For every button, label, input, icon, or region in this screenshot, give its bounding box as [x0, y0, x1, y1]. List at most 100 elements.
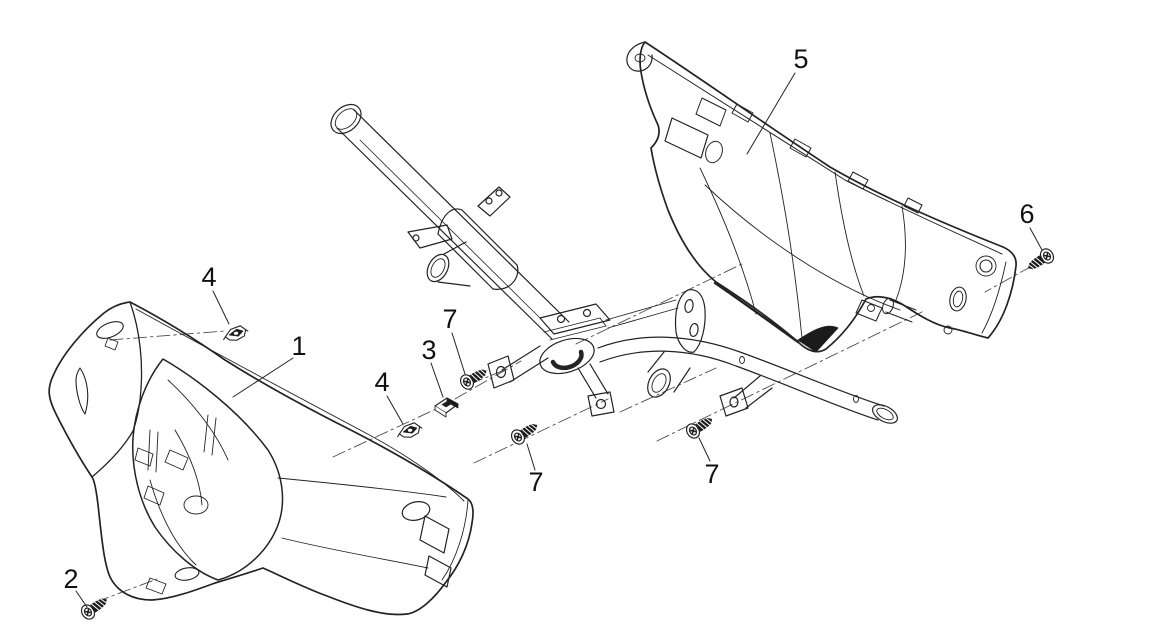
- mount-hole: [556, 314, 566, 324]
- leader-line: [232, 357, 294, 398]
- rim-inner-line: [647, 54, 1003, 255]
- callout-6[interactable]: 6: [1019, 199, 1034, 229]
- right-foot-hole: [595, 398, 607, 410]
- clamp-port-bore: [430, 258, 446, 278]
- right-foot-plate: [587, 391, 615, 417]
- corner-hole: [943, 325, 953, 335]
- ear-slot: [75, 367, 89, 415]
- centerline: [656, 310, 925, 442]
- wing-oval-hole: [401, 501, 431, 521]
- left-window: [664, 117, 709, 159]
- bracket-slot: [684, 298, 694, 314]
- oval-boss-hole: [949, 286, 967, 312]
- bar-hole: [853, 395, 859, 403]
- stub-cylinder: [647, 351, 691, 393]
- rear-cover-outline: [639, 41, 1017, 353]
- clamp-port: [437, 241, 471, 287]
- left-foot-hole: [495, 365, 507, 379]
- ear-oval-hole: [96, 321, 124, 339]
- leader-line: [698, 437, 711, 462]
- screw-icon-part-2: [78, 592, 112, 623]
- front-cover-inner-detail: [104, 337, 469, 595]
- stub-opening: [647, 368, 671, 398]
- panel-thickness-line: [135, 308, 465, 502]
- callout-1[interactable]: 1: [291, 331, 306, 361]
- leader-line: [526, 443, 536, 471]
- right-leg: [577, 363, 609, 399]
- fasteners: [78, 245, 1057, 623]
- tube-contour: [359, 139, 541, 319]
- square-nut-icon-part-3: [434, 397, 459, 418]
- ear-boundary: [91, 301, 143, 478]
- spring-clip-icon-part-4b: [395, 421, 424, 440]
- end-slot: [424, 555, 452, 588]
- bar-clamp-slot: [550, 349, 584, 371]
- leader-line: [451, 332, 466, 375]
- callout-7c[interactable]: 7: [704, 459, 719, 489]
- clip-box: [695, 97, 727, 127]
- clamp-sleeve-ends: [437, 208, 519, 290]
- centerline: [332, 408, 437, 458]
- leader-line: [75, 590, 88, 608]
- left-leg: [501, 345, 549, 383]
- bottom-oval-hole: [174, 567, 200, 581]
- upper-stay: [605, 299, 679, 329]
- instrument-opening: [131, 358, 284, 581]
- callout-3[interactable]: 3: [421, 335, 436, 365]
- screw-icon-part-7c: [683, 412, 717, 442]
- callout-2[interactable]: 2: [63, 564, 78, 594]
- screw-boss-hole: [979, 259, 993, 273]
- tube-edge: [336, 127, 553, 340]
- callout-leader-lines: [75, 72, 1043, 608]
- centerline: [109, 330, 226, 341]
- spring-clip-icon-part-4a: [221, 324, 250, 343]
- bracket-hole: [495, 189, 503, 197]
- bracket-tab: [477, 186, 511, 217]
- bracket-slot: [689, 322, 699, 338]
- clamp-port-opening: [426, 253, 450, 283]
- bracket-tab: [407, 224, 453, 249]
- front-cover-outline: [48, 301, 474, 616]
- bar-wall: [876, 407, 894, 421]
- centerline: [95, 578, 158, 603]
- centerline: [575, 262, 745, 345]
- outer-foot-hole: [729, 396, 739, 408]
- callout-4b[interactable]: 4: [374, 367, 389, 397]
- leader-line: [386, 395, 404, 425]
- ear-hook: [626, 41, 653, 72]
- bracket-hole: [485, 197, 493, 205]
- tube-open-end: [330, 103, 362, 135]
- leader-line: [430, 362, 444, 398]
- mount-plate-edge: [543, 317, 607, 341]
- bottom-bracket-hole: [867, 304, 875, 312]
- leader-line: [1029, 227, 1043, 251]
- rear-cover-inner-detail: [699, 132, 1007, 339]
- centerline: [984, 265, 1033, 293]
- callout-4a[interactable]: 4: [201, 262, 216, 292]
- rear-handlebar-cover-part-5: [626, 41, 1017, 353]
- callout-7b[interactable]: 7: [528, 467, 543, 497]
- screw-boss: [975, 255, 997, 277]
- centerline: [454, 360, 522, 400]
- front-handlebar-cover-part-1: [48, 301, 474, 616]
- bracket-hole: [412, 234, 420, 242]
- end-slot: [419, 515, 450, 554]
- centerline: [619, 367, 717, 413]
- rim-slots: [731, 103, 923, 214]
- callout-5[interactable]: 5: [793, 44, 808, 74]
- bar-open-end: [871, 404, 899, 424]
- ear-hook-hole: [634, 53, 646, 63]
- outer-foot-plate: [719, 387, 749, 417]
- callout-7a[interactable]: 7: [442, 304, 457, 334]
- mount-plate: [539, 303, 611, 335]
- screw-icon-part-6: [1023, 245, 1057, 276]
- mount-hole: [582, 308, 592, 318]
- callout-labels: 1 2 3 4 4 5 6 7 7 7: [63, 44, 1034, 594]
- round-boss: [705, 140, 723, 164]
- screw-icon-part-7b: [508, 418, 542, 448]
- bar-tube-bottom: [599, 350, 879, 421]
- bottom-cylinder-end: [882, 297, 894, 315]
- thick-bottom-edge: [713, 281, 800, 344]
- outer-leg: [733, 375, 773, 409]
